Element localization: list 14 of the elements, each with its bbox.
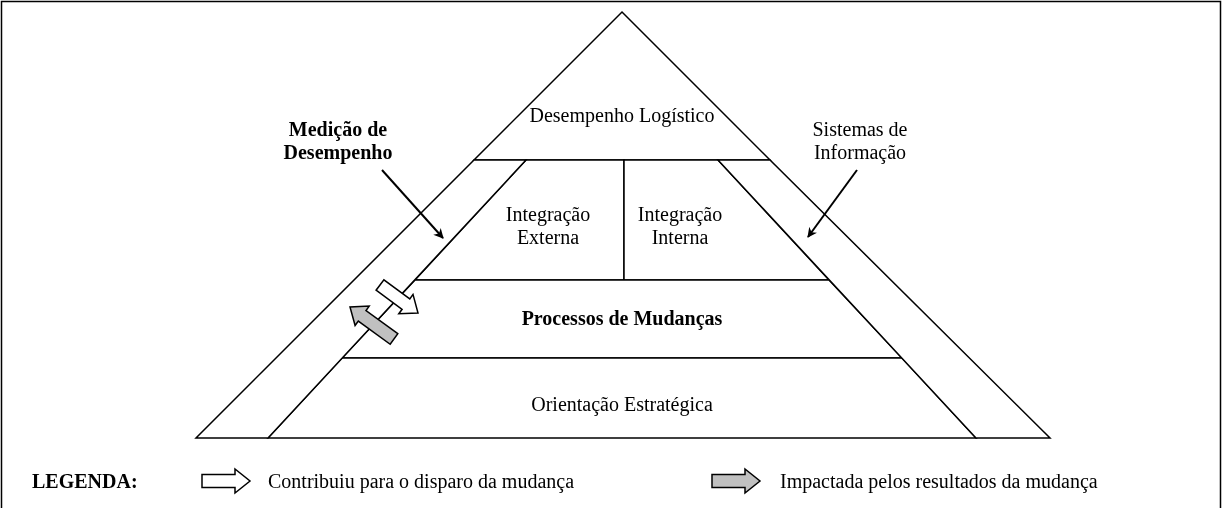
legend-heading: LEGENDA:	[32, 470, 138, 493]
legend-text: Contribuiu para o disparo da mudança	[268, 470, 575, 493]
section-label: Processos de Mudanças	[520, 307, 724, 330]
side-label: Sistemas de Informação	[811, 118, 909, 164]
legend-text: Impactada pelos resultados da mudança	[780, 470, 1098, 493]
section-label: Integração Externa	[504, 203, 592, 249]
leader-arrow	[381, 169, 444, 239]
side-label: Medição de Desempenho	[282, 118, 394, 164]
block-arrow	[375, 278, 419, 315]
section-label: Orientação Estratégica	[530, 393, 714, 416]
section-label: Integração Interna	[636, 203, 724, 249]
section-label: Desempenho Logístico	[528, 104, 716, 127]
block-arrow	[349, 305, 399, 346]
leader-arrow	[807, 169, 858, 238]
